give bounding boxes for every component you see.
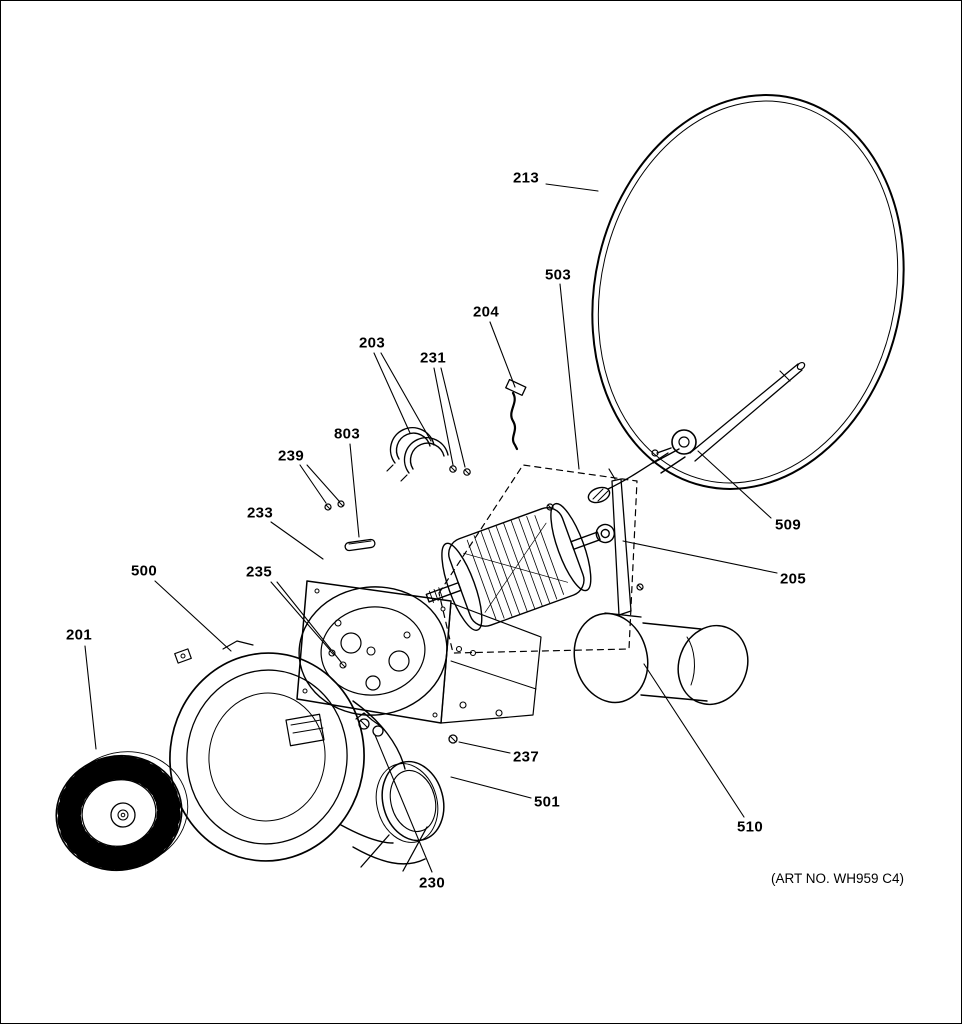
part-label-233: 233	[247, 504, 273, 522]
part-label-235: 235	[246, 563, 272, 581]
wire-harness	[505, 378, 527, 451]
mounting-screws-239	[324, 500, 345, 511]
motor-bracket	[604, 468, 644, 618]
part-label-230: 230	[419, 874, 445, 892]
part-label-239: 239	[278, 447, 304, 465]
blower-housing	[169, 640, 426, 865]
hose-clamp	[355, 712, 384, 737]
outlet-felt-seal	[360, 760, 445, 872]
part-label-509: 509	[775, 516, 801, 534]
part-label-803: 803	[334, 425, 360, 443]
blower-wheel	[55, 751, 189, 872]
part-label-510: 510	[737, 818, 763, 836]
transition-duct	[573, 612, 749, 706]
part-label-213: 213	[513, 169, 539, 187]
bulkhead-extension-panel	[440, 602, 542, 724]
part-label-201: 201	[66, 626, 92, 644]
drive-motor	[425, 502, 615, 631]
leader-lines	[84, 183, 778, 873]
part-label-500: 500	[131, 562, 157, 580]
part-label-237: 237	[513, 748, 539, 766]
part-label-231: 231	[420, 349, 446, 367]
idler-spring	[587, 452, 669, 504]
idler-pulley	[651, 361, 806, 462]
damper-strip	[344, 538, 376, 552]
part-label-503: 503	[545, 266, 571, 284]
clamp-bolts	[449, 465, 471, 476]
drive-belt	[591, 94, 905, 490]
blower-wheel-fins	[57, 755, 181, 871]
screw-237	[448, 734, 458, 744]
part-label-204: 204	[473, 303, 499, 321]
part-label-501: 501	[534, 793, 560, 811]
motor-clamps	[386, 426, 449, 482]
art-number: (ART NO. WH959 C4)	[770, 871, 904, 886]
part-label-205: 205	[780, 570, 806, 588]
part-label-203: 203	[359, 334, 385, 352]
motor-base-screws	[455, 503, 554, 657]
motor-assembly-dashed-outline	[438, 464, 638, 654]
